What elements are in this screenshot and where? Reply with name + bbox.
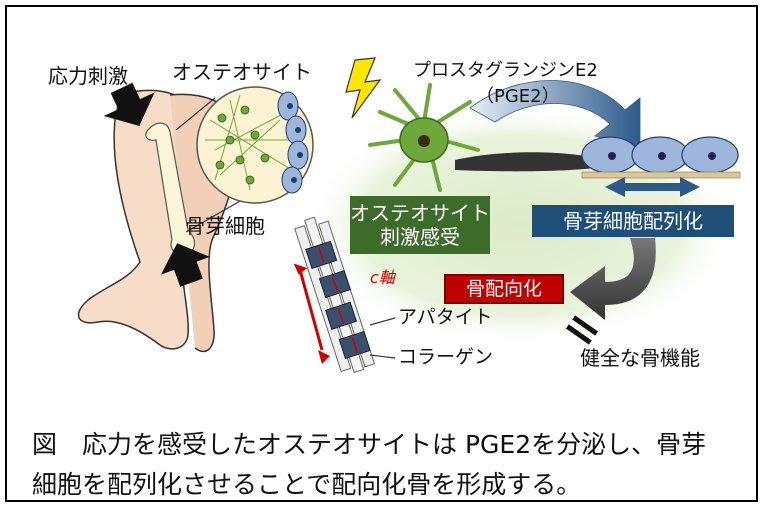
- stress-arrow-bottom: [160, 243, 210, 287]
- apatite-label: アパタイト: [398, 306, 493, 328]
- collagen-apatite-bundle: [294, 216, 376, 374]
- osteocyte-sensing-line1: オステオサイト: [350, 201, 490, 225]
- osteocyte-cell: [368, 83, 480, 192]
- lightning-icon: [345, 57, 382, 119]
- pge2-label: （PGE2）: [476, 86, 560, 107]
- orientation-arrow: [570, 238, 656, 320]
- bone-orientation-box: 骨配向化: [444, 274, 564, 304]
- c-axis-label: c軸: [370, 268, 395, 287]
- osteocyte-label: オステオサイト: [172, 60, 312, 84]
- alignment-double-arrow: [605, 177, 700, 197]
- caption-line-2: 細胞を配列化させることで配向化骨を形成する。: [32, 470, 582, 499]
- osteoblast-label: 骨芽細胞: [185, 214, 265, 238]
- figure-caption: 図 応力を感受したオステオサイトは PGE2を分泌し、骨芽 細胞を配列化させるこ…: [32, 425, 747, 505]
- bone-function-label: 健全な骨機能: [580, 346, 700, 370]
- osteoblast-cells: [455, 136, 741, 179]
- stress-arrow-top: [103, 82, 155, 126]
- pge2-arrow: [469, 80, 641, 151]
- stress-label: 応力刺激: [48, 64, 128, 88]
- osteocyte-sensing-box: オステオサイト 刺激感受: [350, 196, 490, 254]
- prostaglandin-label: プロスタグランジンE2: [413, 60, 598, 81]
- caption-line-1: 図 応力を感受したオステオサイトは PGE2を分泌し、骨芽: [32, 430, 707, 459]
- osteocyte-sensing-line2: 刺激感受: [380, 225, 460, 249]
- implies-icon: [565, 315, 599, 345]
- osteoblast-alignment-box: 骨芽細胞配列化: [532, 205, 734, 237]
- magnified-view: [196, 86, 314, 204]
- collagen-label: コラーゲン: [398, 346, 494, 368]
- c-axis-arrow: [293, 263, 330, 364]
